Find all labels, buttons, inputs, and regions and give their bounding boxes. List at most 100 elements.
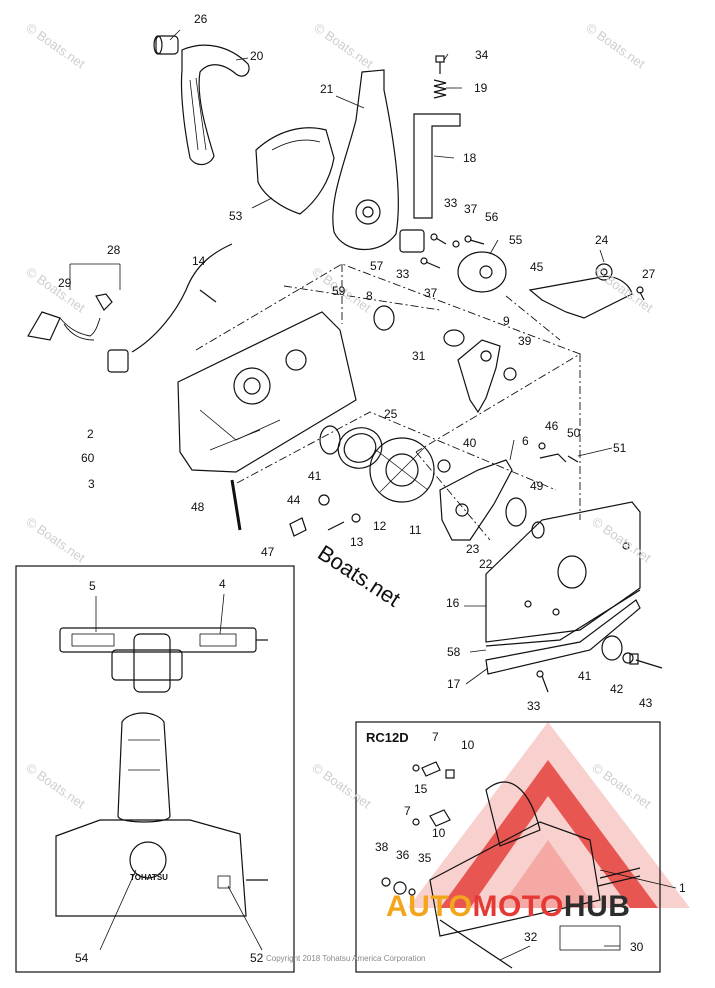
label-46: 46 — [545, 419, 559, 433]
label-53: 53 — [229, 209, 243, 223]
label-18: 18 — [463, 151, 477, 165]
label-49: 49 — [530, 479, 544, 493]
part-40-nut — [437, 459, 451, 473]
tohatsu-logo-text: TOHATSU — [130, 873, 168, 882]
part-56-screw — [464, 235, 485, 245]
inset-top-view — [59, 627, 268, 693]
label-38: 38 — [375, 840, 389, 854]
label-12: 12 — [373, 519, 387, 533]
part-26-cap — [153, 35, 179, 55]
label-2: 2 — [87, 427, 94, 441]
part-41-ring-upper — [319, 425, 341, 455]
part-18-rod — [413, 113, 461, 219]
label-59: 59 — [332, 284, 346, 298]
label-20: 20 — [250, 49, 264, 63]
part-14-pin — [199, 289, 217, 303]
label-6: 6 — [522, 434, 529, 448]
label-39: 39 — [518, 334, 532, 348]
label-27: 27 — [642, 267, 656, 281]
label-54: 54 — [75, 951, 89, 965]
exploded-view-outline — [195, 263, 582, 541]
part-31-ring — [443, 329, 465, 347]
label-42: 42 — [610, 682, 624, 696]
part-37-washer-upper — [452, 240, 460, 248]
part-45-bracket — [528, 275, 633, 319]
part-11-gear-plate — [369, 437, 435, 503]
label-11: 11 — [409, 523, 422, 537]
label-48: 48 — [191, 500, 205, 514]
label-37a: 37 — [464, 202, 478, 216]
label-57: 57 — [370, 259, 384, 273]
label-23: 23 — [466, 542, 480, 556]
label-40: 40 — [463, 436, 477, 450]
label-1: 1 — [679, 881, 686, 895]
part-55-cam — [457, 251, 507, 293]
part-44-ball — [318, 494, 330, 506]
part-24-bushing — [595, 263, 613, 281]
label-33a: 33 — [444, 196, 458, 210]
logo-part-moto: MOTO — [472, 890, 564, 923]
part-8-bushing — [373, 305, 395, 331]
part-29-lanyard — [27, 293, 113, 341]
label-60: 60 — [81, 451, 95, 465]
part-12-washer — [351, 513, 361, 523]
label-4: 4 — [219, 577, 226, 591]
part-33-screw-mid — [420, 257, 441, 269]
part-50-clip — [539, 453, 567, 463]
label-33c: 33 — [527, 699, 541, 713]
label-34: 34 — [475, 48, 489, 62]
part-17-plate — [485, 599, 641, 675]
logo-part-hub: HUB — [563, 890, 631, 923]
part-48-strip — [230, 479, 242, 531]
label-28: 28 — [107, 243, 121, 257]
label-26: 26 — [194, 12, 208, 26]
label-10a: 10 — [461, 738, 475, 752]
inset-front-view — [55, 712, 268, 917]
inset-frame-left — [15, 565, 295, 973]
logo-part-auto: AUTO — [386, 890, 473, 923]
part-19-spring — [433, 79, 447, 99]
automotohub-logo: AUTOMOTOHUB — [386, 890, 630, 924]
label-21: 21 — [320, 82, 334, 96]
label-5: 5 — [89, 579, 96, 593]
part-43-bolt — [629, 653, 663, 669]
automotohub-triangle-logo — [408, 722, 690, 908]
label-35: 35 — [418, 851, 432, 865]
label-56: 56 — [485, 210, 499, 224]
part-41-ring-lower — [601, 635, 623, 661]
part-57-block — [399, 229, 425, 253]
label-17: 17 — [447, 677, 461, 691]
label-51: 51 — [613, 441, 627, 455]
part-16-side-plate — [485, 501, 641, 643]
label-7a: 7 — [432, 730, 439, 744]
part-6-plate — [439, 459, 513, 541]
label-43: 43 — [639, 696, 653, 710]
part-34-screw — [435, 55, 445, 74]
label-3: 3 — [88, 477, 95, 491]
part-46-screw — [538, 442, 546, 450]
part-21-lever-arm — [332, 69, 399, 251]
label-32: 32 — [524, 930, 538, 944]
part-23-bushing — [505, 497, 527, 527]
part-47-clip — [289, 517, 307, 537]
label-31: 31 — [412, 349, 426, 363]
inset-title-rc12d: RC12D — [366, 730, 409, 745]
part-27-screw — [636, 286, 645, 301]
part-25-oring — [337, 427, 383, 469]
leader-lines — [69, 29, 677, 961]
copyright-text: Copyright 2018 Tohatsu America Corporati… — [266, 954, 426, 963]
part-39-washer — [503, 367, 517, 381]
label-41b: 41 — [578, 669, 592, 683]
main-housing — [177, 311, 357, 473]
label-15: 15 — [414, 782, 428, 796]
label-36: 36 — [396, 848, 410, 862]
rc12d-parts — [381, 761, 641, 969]
label-45: 45 — [530, 260, 544, 274]
label-50: 50 — [567, 426, 581, 440]
part-53-cover — [255, 127, 335, 215]
label-25: 25 — [384, 407, 398, 421]
label-55: 55 — [509, 233, 523, 247]
label-41a: 41 — [308, 469, 322, 483]
part-51-spring — [567, 455, 579, 463]
